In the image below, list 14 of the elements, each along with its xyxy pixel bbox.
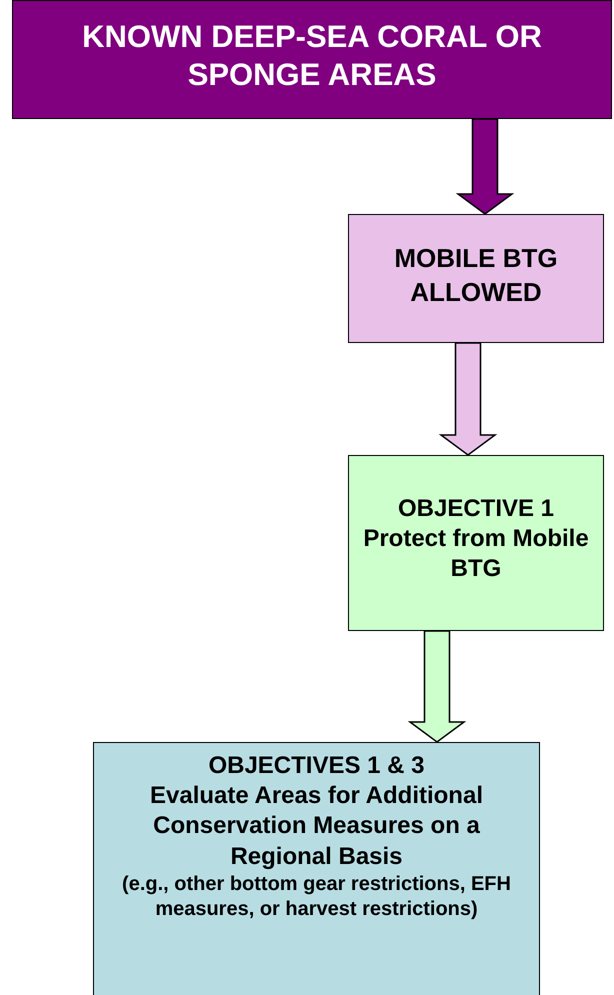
process-box	[93, 742, 540, 995]
box-text: Evaluate Areas for Additional Conservation Measures on a Regional Basis	[149, 781, 484, 872]
box-heading: OBJECTIVES 1 & 3	[208, 751, 425, 781]
process-box	[348, 214, 604, 343]
block-arrow	[456, 118, 514, 215]
box-text: (e.g., other bottom gear restrictions, EFH measures, or harvest restrictions)	[121, 872, 512, 922]
block-arrow	[408, 630, 466, 743]
box-heading: OBJECTIVE 1	[398, 494, 554, 524]
block-arrow	[438, 342, 498, 456]
box-text: Protect from Mobile BTG	[362, 524, 590, 584]
process-box	[12, 0, 612, 119]
process-box	[348, 455, 604, 631]
box-text: KNOWN DEEP-SEA CORAL OR SPONGE AREAS	[81, 18, 543, 93]
box-text: MOBILE BTG ALLOWED	[393, 242, 559, 308]
